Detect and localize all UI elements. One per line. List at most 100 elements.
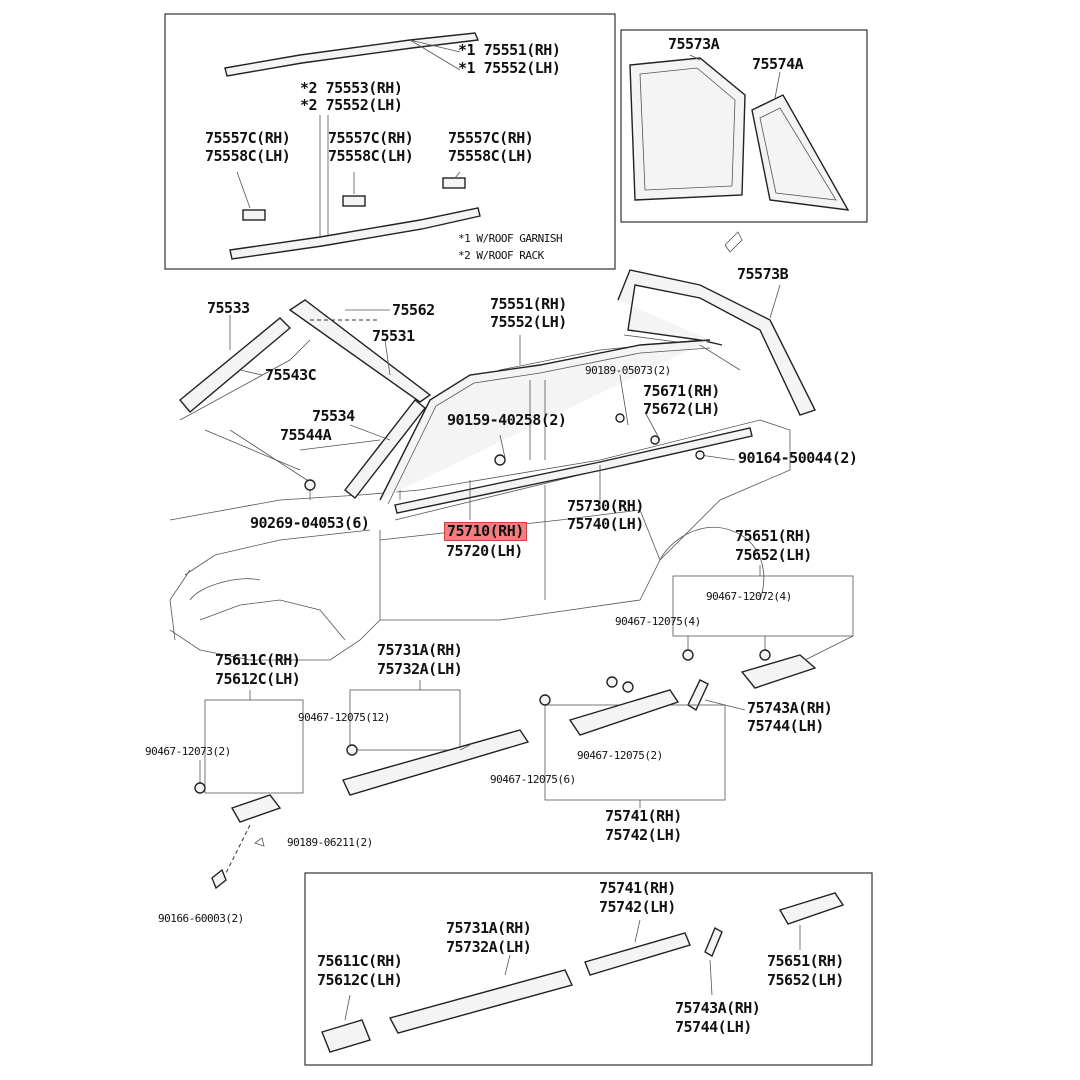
inset-mud-guard-piece bbox=[704, 926, 723, 958]
clip-icon bbox=[650, 435, 660, 445]
highlighted-part-label[interactable]: 75710(RH) bbox=[444, 522, 527, 541]
screw-icon bbox=[254, 837, 265, 847]
part-label: *2 75552(LH) bbox=[300, 96, 403, 114]
part-label: 75544A bbox=[280, 426, 332, 444]
part-label: 75558C(LH) bbox=[328, 147, 414, 165]
part-label: 75557C(RH) bbox=[448, 129, 534, 147]
note-label: *1 W/ROOF GARNISH bbox=[458, 232, 563, 245]
roof-molding-lower bbox=[229, 207, 481, 260]
clip-icon bbox=[606, 676, 618, 688]
part-label: 75740(LH) bbox=[567, 515, 644, 533]
part-label: 75558C(LH) bbox=[205, 147, 291, 165]
inset-front-door-molding bbox=[388, 969, 573, 1034]
clip-icon bbox=[615, 413, 625, 423]
screw-icon bbox=[211, 868, 227, 890]
roof-molding-upper bbox=[224, 32, 480, 77]
part-label: 75562 bbox=[392, 301, 435, 319]
part-label: 75557C(RH) bbox=[328, 129, 414, 147]
part-label: 75651(RH) bbox=[767, 952, 844, 970]
inset-box-side-moldings bbox=[304, 872, 873, 1066]
part-label: 75742(LH) bbox=[605, 826, 682, 844]
inset-front-fender-garnish bbox=[321, 1019, 371, 1053]
clip-icon bbox=[539, 694, 551, 706]
rear-window-seal bbox=[617, 269, 816, 416]
part-label: 75732A(LH) bbox=[446, 938, 532, 956]
part-label: 75741(RH) bbox=[605, 807, 682, 825]
part-label: 75744(LH) bbox=[675, 1018, 752, 1036]
screw-icon bbox=[494, 454, 506, 466]
bracket-box bbox=[672, 575, 854, 637]
part-label: 75652(LH) bbox=[735, 546, 812, 564]
part-label: 75741(RH) bbox=[599, 879, 676, 897]
quarter-window-seal-b bbox=[751, 94, 850, 211]
part-label: 75531 bbox=[372, 327, 415, 345]
clip-icon bbox=[442, 177, 466, 189]
part-label: 90269-04053(6) bbox=[250, 514, 370, 532]
rear-fender-garnish bbox=[740, 654, 817, 689]
part-label: 90467-12072(4) bbox=[706, 590, 792, 603]
arrow-icon bbox=[724, 231, 743, 253]
part-label: 90166-60003(2) bbox=[158, 912, 244, 925]
part-label: 75731A(RH) bbox=[377, 641, 463, 659]
part-label: 75551(RH) bbox=[490, 295, 567, 313]
part-label: 90467-12075(6) bbox=[490, 773, 576, 786]
part-label: 75557C(RH) bbox=[205, 129, 291, 147]
part-label: 75743A(RH) bbox=[747, 699, 833, 717]
part-label: 75652(LH) bbox=[767, 971, 844, 989]
part-label: 90467-12075(12) bbox=[298, 711, 390, 724]
note-label: *2 W/ROOF RACK bbox=[458, 249, 544, 262]
clip-icon bbox=[622, 681, 634, 693]
part-label: 75573A bbox=[668, 35, 720, 53]
door-belt-molding bbox=[394, 427, 753, 514]
part-label: *1 75552(LH) bbox=[458, 59, 561, 77]
clip-icon bbox=[759, 649, 771, 661]
screw-icon bbox=[695, 450, 705, 460]
part-label: 90467-12073(2) bbox=[145, 745, 231, 758]
clip-icon bbox=[242, 209, 266, 221]
bracket-box bbox=[349, 689, 461, 751]
part-label: 75720(LH) bbox=[446, 542, 523, 560]
part-label: 75558C(LH) bbox=[448, 147, 534, 165]
part-label: 75671(RH) bbox=[643, 382, 720, 400]
part-label: 75672(LH) bbox=[643, 400, 720, 418]
inset-rear-fender-garnish bbox=[778, 892, 845, 925]
part-label: 75743A(RH) bbox=[675, 999, 761, 1017]
inset-box-roof-molding bbox=[164, 13, 616, 270]
inset-box-quarter-window bbox=[620, 29, 868, 223]
part-label: 75732A(LH) bbox=[377, 660, 463, 678]
windshield-molding-left bbox=[179, 317, 292, 413]
mud-guard-piece bbox=[687, 679, 709, 712]
part-label: *2 75553(RH) bbox=[300, 79, 403, 97]
part-label: 75651(RH) bbox=[735, 527, 812, 545]
part-label: 75534 bbox=[312, 407, 355, 425]
part-label: 90467-12075(4) bbox=[615, 615, 701, 628]
screw-icon bbox=[304, 479, 316, 491]
part-label: 90159-40258(2) bbox=[447, 411, 567, 429]
part-label: 75731A(RH) bbox=[446, 919, 532, 937]
part-label: 90189-05073(2) bbox=[585, 364, 671, 377]
front-door-lower-molding bbox=[342, 729, 530, 796]
part-label: 75533 bbox=[207, 299, 250, 317]
part-label: 75611C(RH) bbox=[317, 952, 403, 970]
inset-rear-door-molding bbox=[584, 932, 691, 976]
part-label: 90467-12075(2) bbox=[577, 749, 663, 762]
windshield-molding-upper bbox=[288, 299, 432, 403]
part-label: 75730(RH) bbox=[567, 497, 644, 515]
part-label: 75744(LH) bbox=[747, 717, 824, 735]
part-label: 75612C(LH) bbox=[215, 670, 301, 688]
clip-icon bbox=[682, 649, 694, 661]
clip-icon bbox=[346, 744, 358, 756]
part-label: 90164-50044(2) bbox=[738, 449, 858, 467]
quarter-window-seal-a bbox=[629, 57, 746, 201]
part-label: 75742(LH) bbox=[599, 898, 676, 916]
part-label: 75543C bbox=[265, 366, 317, 384]
part-label: 75552(LH) bbox=[490, 313, 567, 331]
clip-icon bbox=[194, 782, 206, 794]
front-fender-garnish bbox=[230, 794, 282, 823]
part-label: 75611C(RH) bbox=[215, 651, 301, 669]
clip-icon bbox=[342, 195, 366, 207]
part-label: 75574A bbox=[752, 55, 804, 73]
part-label: *1 75551(RH) bbox=[458, 41, 561, 59]
